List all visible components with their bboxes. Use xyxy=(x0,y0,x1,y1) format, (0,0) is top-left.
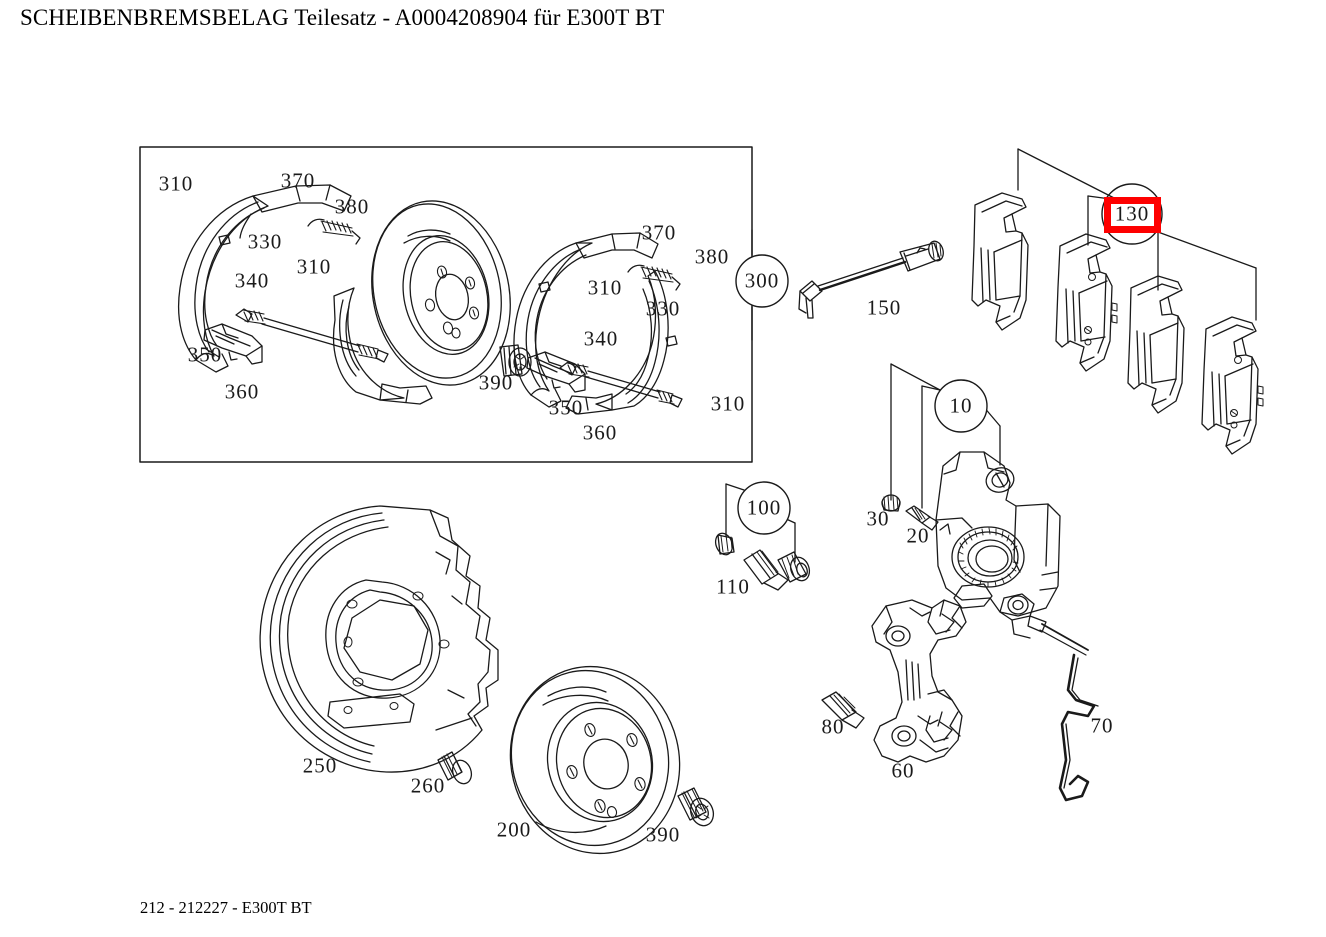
brake-pad-2 xyxy=(1055,233,1118,372)
part-label-330: 330 xyxy=(645,296,681,321)
callout-label-10[interactable]: 10 xyxy=(949,393,973,418)
caliper-body xyxy=(935,451,1089,656)
part-label-380: 380 xyxy=(694,244,730,269)
brake-disc-screw-390 xyxy=(677,787,715,827)
part-label-80: 80 xyxy=(821,714,845,739)
inset-right-brake-shoes xyxy=(513,232,678,415)
page-title: SCHEIBENBREMSBELAG Teilesatz - A00042089… xyxy=(20,5,665,30)
part-label-110: 110 xyxy=(716,574,750,599)
brake-pad-4 xyxy=(1201,316,1264,455)
part-label-330: 330 xyxy=(247,229,283,254)
part-label-150: 150 xyxy=(866,295,902,320)
part-label-390: 390 xyxy=(645,822,681,847)
part-label-340: 340 xyxy=(583,326,619,351)
brake-pad-1 xyxy=(971,192,1029,331)
brake-pad-leader-lines xyxy=(1017,148,1257,321)
backing-plate-250 xyxy=(259,505,499,773)
callout-label-130[interactable]: 130 xyxy=(1114,201,1150,226)
part-label-370: 370 xyxy=(280,168,316,193)
part-label-30: 30 xyxy=(866,506,890,531)
guide-pin-sleeve-110a xyxy=(714,532,735,556)
page-footer: 212 - 212227 - E300T BT xyxy=(140,898,312,917)
part-label-70: 70 xyxy=(1090,713,1114,738)
guide-pin-sleeve-110b xyxy=(743,549,789,591)
part-label-250: 250 xyxy=(302,753,338,778)
inset-left-brake-shoe-second xyxy=(332,287,433,405)
carrier-bracket-60 xyxy=(871,599,967,763)
brake-pad-3 xyxy=(1127,275,1185,414)
guide-pin-sleeve-110c xyxy=(777,551,811,583)
part-label-310: 310 xyxy=(296,254,332,279)
part-label-370: 370 xyxy=(641,220,677,245)
part-label-340: 340 xyxy=(234,268,270,293)
part-label-60: 60 xyxy=(891,758,915,783)
caliper-leader-lines xyxy=(890,363,1001,509)
inset-right-parking-lever xyxy=(526,351,586,393)
part-label-360: 360 xyxy=(224,379,260,404)
part-label-310: 310 xyxy=(158,171,194,196)
part-label-310: 310 xyxy=(587,275,623,300)
part-label-360: 360 xyxy=(582,420,618,445)
part-label-200: 200 xyxy=(496,817,532,842)
part-label-350: 350 xyxy=(548,395,584,420)
part-label-260: 260 xyxy=(410,773,446,798)
part-label-310: 310 xyxy=(710,391,746,416)
callout-label-100[interactable]: 100 xyxy=(746,495,782,520)
callout-label-300[interactable]: 300 xyxy=(744,268,780,293)
inset-brake-disc xyxy=(371,200,511,386)
part-label-390: 390 xyxy=(478,370,514,395)
part-label-20: 20 xyxy=(906,523,930,548)
part-label-380: 380 xyxy=(334,194,370,219)
part-label-350: 350 xyxy=(187,342,223,367)
selected-part-highlight xyxy=(1104,197,1161,233)
